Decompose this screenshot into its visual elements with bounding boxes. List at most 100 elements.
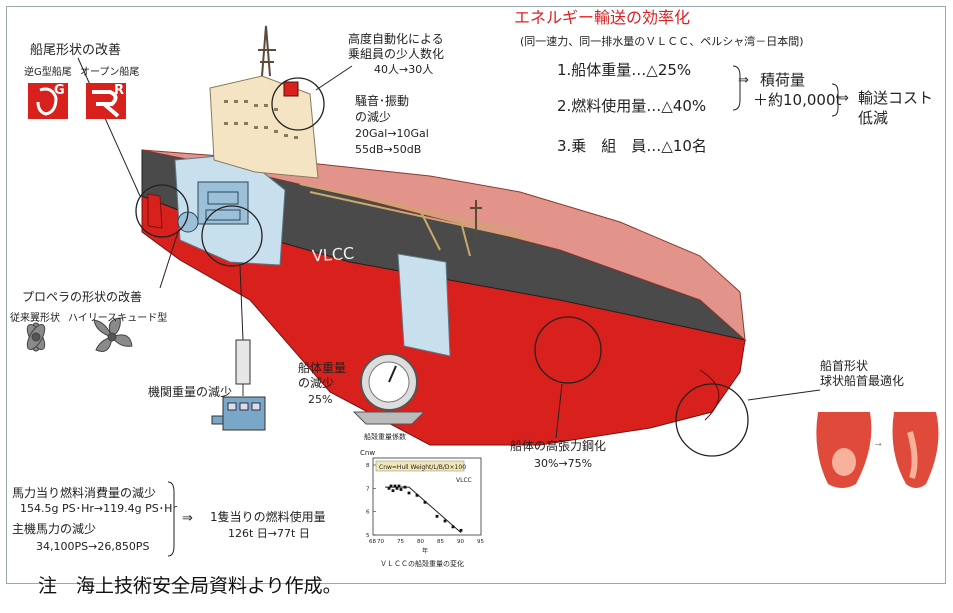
summary-cargo-line2: ＋約10,000t	[753, 91, 842, 109]
reverse-g-stern-icon	[28, 83, 68, 119]
chart-trend	[385, 486, 462, 534]
open-stern-icon	[86, 83, 126, 119]
main-deck	[141, 149, 746, 342]
automation-value: 40人→30人	[374, 63, 434, 76]
summary-result-line1: 輸送コスト	[858, 89, 934, 107]
stern-leader	[77, 57, 141, 197]
deck-crane	[470, 200, 482, 236]
chart-point	[451, 525, 455, 529]
hull-weight-line1: 船体重量	[298, 361, 347, 375]
chart-point	[393, 484, 397, 488]
noise-line1: 騒音･振動	[355, 94, 410, 108]
figure-frame	[6, 6, 946, 584]
chart-x-tick-label: 95	[477, 539, 484, 545]
arrow-glyph-2: ⇒	[838, 91, 849, 106]
chart-point	[389, 484, 393, 488]
steel-callout	[534, 316, 602, 384]
noise-value2: 55dB→50dB	[355, 143, 422, 156]
chart-x-tick-label: 90	[457, 539, 464, 545]
chart-x-tick-label: 70	[377, 539, 384, 545]
chart-y-tick-label: 6	[366, 510, 370, 516]
chart-title: 船殻重量係数	[364, 432, 406, 441]
stern-glyph-left: G	[54, 83, 65, 98]
chart-point	[435, 514, 439, 518]
propeller-leader	[159, 231, 179, 289]
stern-title: 船尾形状の改善	[30, 43, 122, 58]
bulbous-bow-before-icon	[816, 412, 872, 488]
chart-series-label: VLCC	[456, 477, 472, 484]
stern-rudder	[147, 193, 163, 229]
bow-arrow-glyph: →	[875, 440, 882, 449]
chart-formula: Cnw=Hull Weight/L/B/D×100	[379, 464, 466, 471]
chart-points	[387, 484, 463, 532]
summary-bracket-1	[732, 65, 741, 111]
automation-line1: 高度自動化による	[348, 32, 444, 46]
chart-y-tick-label: 8	[366, 463, 370, 469]
fuel-line1: 馬力当り燃料消費量の減少	[12, 486, 157, 500]
stern-label-right: オープン船尾	[80, 67, 140, 78]
engine-leader	[239, 265, 244, 341]
fuel-value2: 34,100PS→26,850PS	[36, 540, 150, 553]
conventional-propeller-icon	[26, 322, 46, 352]
automation-line2: 乗組員の少人数化	[348, 47, 445, 61]
highly-skewed-propeller-icon	[93, 317, 133, 352]
engine-weight-label: 機関重量の減少	[148, 385, 233, 399]
funnel	[283, 81, 299, 97]
fuel-bracket	[167, 481, 175, 557]
title-sub: (同一速力、同一排水量のＶＬＣＣ、ペルシャ湾－日本間)	[520, 35, 804, 48]
chart-x-tick-label: 80	[417, 539, 424, 545]
superstructure-windows	[224, 100, 298, 139]
chart-point	[403, 485, 407, 489]
hull-weight-value: 25%	[308, 393, 333, 406]
steel-label: 船体の高張力鋼化	[510, 439, 607, 453]
summary-cargo-line1: 積荷量	[760, 71, 806, 89]
chart-x-tick-label: 85	[437, 539, 444, 545]
chart-point	[459, 528, 463, 532]
chart-x-tick-label: 75	[397, 539, 404, 545]
bow-line1: 船首形状	[820, 359, 869, 373]
deck-piping	[299, 183, 531, 257]
chart-x-tick-label: 68	[369, 539, 376, 545]
chart-point	[423, 500, 427, 504]
stern-label-left: 逆G型船尾	[24, 67, 72, 78]
chart-y-tick-label: 5	[366, 533, 370, 539]
summary-item-1: 1.船体重量…△25%	[557, 61, 692, 79]
arrow-glyph-1: ⇒	[738, 73, 749, 88]
steel-value: 30%→75%	[534, 457, 593, 470]
chart-point	[397, 484, 401, 488]
stern-glyph-right: R	[114, 83, 125, 98]
engine-weight-scale	[211, 339, 266, 431]
fuel-result-value: 126t 日→77t 日	[228, 527, 310, 540]
bow-callout	[675, 383, 749, 457]
chart-ylabel: Cnw	[360, 449, 375, 457]
chart-y-tick-label: 7	[366, 486, 370, 492]
engine-machinery	[177, 181, 249, 233]
chart-xlabel: 年	[422, 547, 428, 555]
title-main: エネルギー輸送の効率化	[514, 8, 691, 27]
bulbous-bow-after-icon	[892, 412, 939, 488]
automation-callout	[271, 77, 325, 131]
propeller-label-right: ハイリースキュード型	[68, 313, 168, 324]
hull-weight-line2: の減少	[298, 376, 335, 390]
chart-point	[391, 489, 395, 493]
steel-leader	[555, 383, 563, 439]
bow-leader	[747, 389, 821, 401]
chart-trend-line	[385, 486, 462, 534]
chart-point	[387, 486, 391, 490]
bow-shape-outline	[699, 369, 720, 421]
noise-value1: 20Gal→10Gal	[355, 127, 429, 140]
fuel-result: 1隻当りの燃料使用量	[210, 510, 326, 524]
fuel-value1: 154.5g PS･Hr→119.4g PS･Hr	[20, 502, 177, 515]
engine-callout	[201, 205, 263, 267]
mast	[258, 25, 276, 77]
chart-caption: ＶＬＣＣの船殻重量の変化	[380, 559, 464, 568]
source-note: 注 海上技術安全局資料より作成。	[38, 575, 342, 597]
automation-leader	[315, 65, 353, 91]
noise-line2: の減少	[355, 110, 392, 124]
chart-point	[395, 486, 399, 490]
summary-item-2: 2.燃料使用量…△40%	[557, 97, 707, 115]
fuel-arrow-glyph: ⇒	[182, 511, 193, 526]
